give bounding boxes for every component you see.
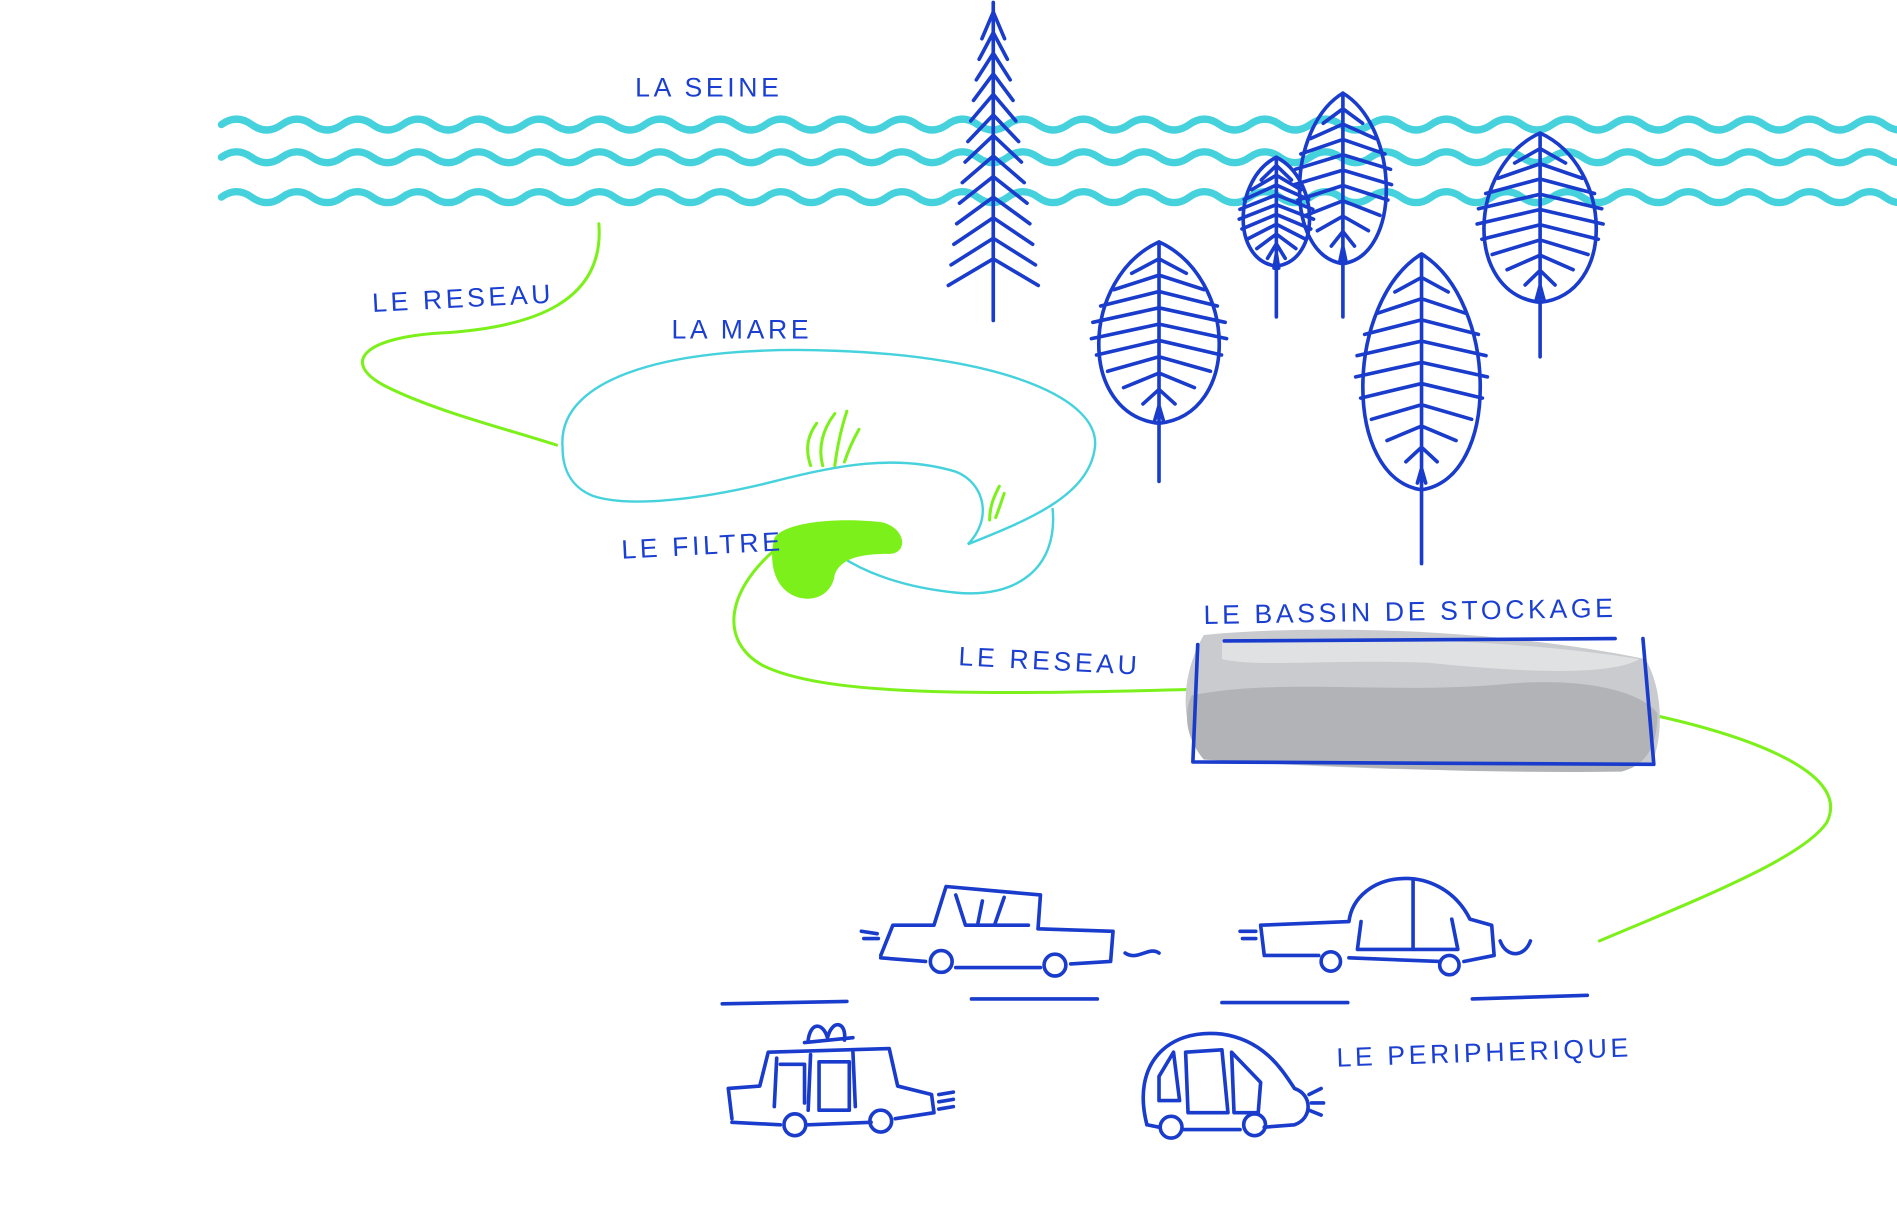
network-pipe-river-to-pond bbox=[361, 222, 601, 447]
ring-road bbox=[720, 993, 1590, 1006]
pine-branch bbox=[963, 133, 1024, 164]
river-wave bbox=[217, 188, 1897, 207]
filter-blob bbox=[772, 520, 903, 599]
label-le-reseau-mid: LE RESEAU bbox=[958, 641, 1141, 680]
leaf-tree bbox=[1237, 155, 1316, 319]
network-pipe-filter-to-basin bbox=[732, 548, 1194, 695]
network-pipe-basin-to-road bbox=[1597, 714, 1833, 943]
pine-branch bbox=[954, 195, 1032, 226]
pine-branch bbox=[974, 51, 1013, 82]
leaf-tree bbox=[1353, 252, 1490, 566]
pine-branch bbox=[971, 71, 1015, 103]
deciduous-trees bbox=[1089, 91, 1605, 566]
car-compact bbox=[1141, 1031, 1326, 1140]
pine-branch bbox=[968, 92, 1018, 123]
pine-branch bbox=[949, 236, 1038, 267]
label-le-bassin-de-stockage: LE BASSIN DE STOCKAGE bbox=[1203, 593, 1616, 630]
label-le-reseau-top: LE RESEAU bbox=[371, 279, 554, 318]
river-wave bbox=[217, 148, 1897, 167]
leaf-tree bbox=[1089, 240, 1229, 484]
label-le-peripherique: LE PERIPHERIQUE bbox=[1336, 1032, 1632, 1072]
storage-basin bbox=[1185, 629, 1660, 772]
car-beetle bbox=[1238, 876, 1533, 977]
car-van bbox=[726, 1023, 956, 1138]
pine-branch bbox=[966, 113, 1021, 144]
pine-branch bbox=[977, 30, 1010, 62]
label-le-filtre: LE FILTRE bbox=[621, 526, 785, 564]
pine-branch bbox=[952, 215, 1035, 247]
reeds-icon bbox=[806, 409, 1006, 522]
pine-branch bbox=[957, 174, 1029, 205]
leaf-tree bbox=[1475, 131, 1605, 359]
network-pipes bbox=[361, 222, 1833, 943]
pine-branch bbox=[980, 10, 1007, 41]
river-wave bbox=[217, 115, 1897, 134]
car-pickup bbox=[859, 884, 1161, 978]
pine-branch bbox=[946, 257, 1041, 288]
leaf-tree bbox=[1292, 91, 1394, 319]
pond-la-mare bbox=[561, 348, 1097, 595]
label-la-mare: LA MARE bbox=[671, 315, 812, 345]
pine-branch bbox=[960, 154, 1027, 185]
label-la-seine: LA SEINE bbox=[635, 73, 782, 103]
river-seine bbox=[217, 115, 1897, 207]
cars bbox=[726, 876, 1533, 1140]
pine-tree bbox=[946, 0, 1041, 323]
